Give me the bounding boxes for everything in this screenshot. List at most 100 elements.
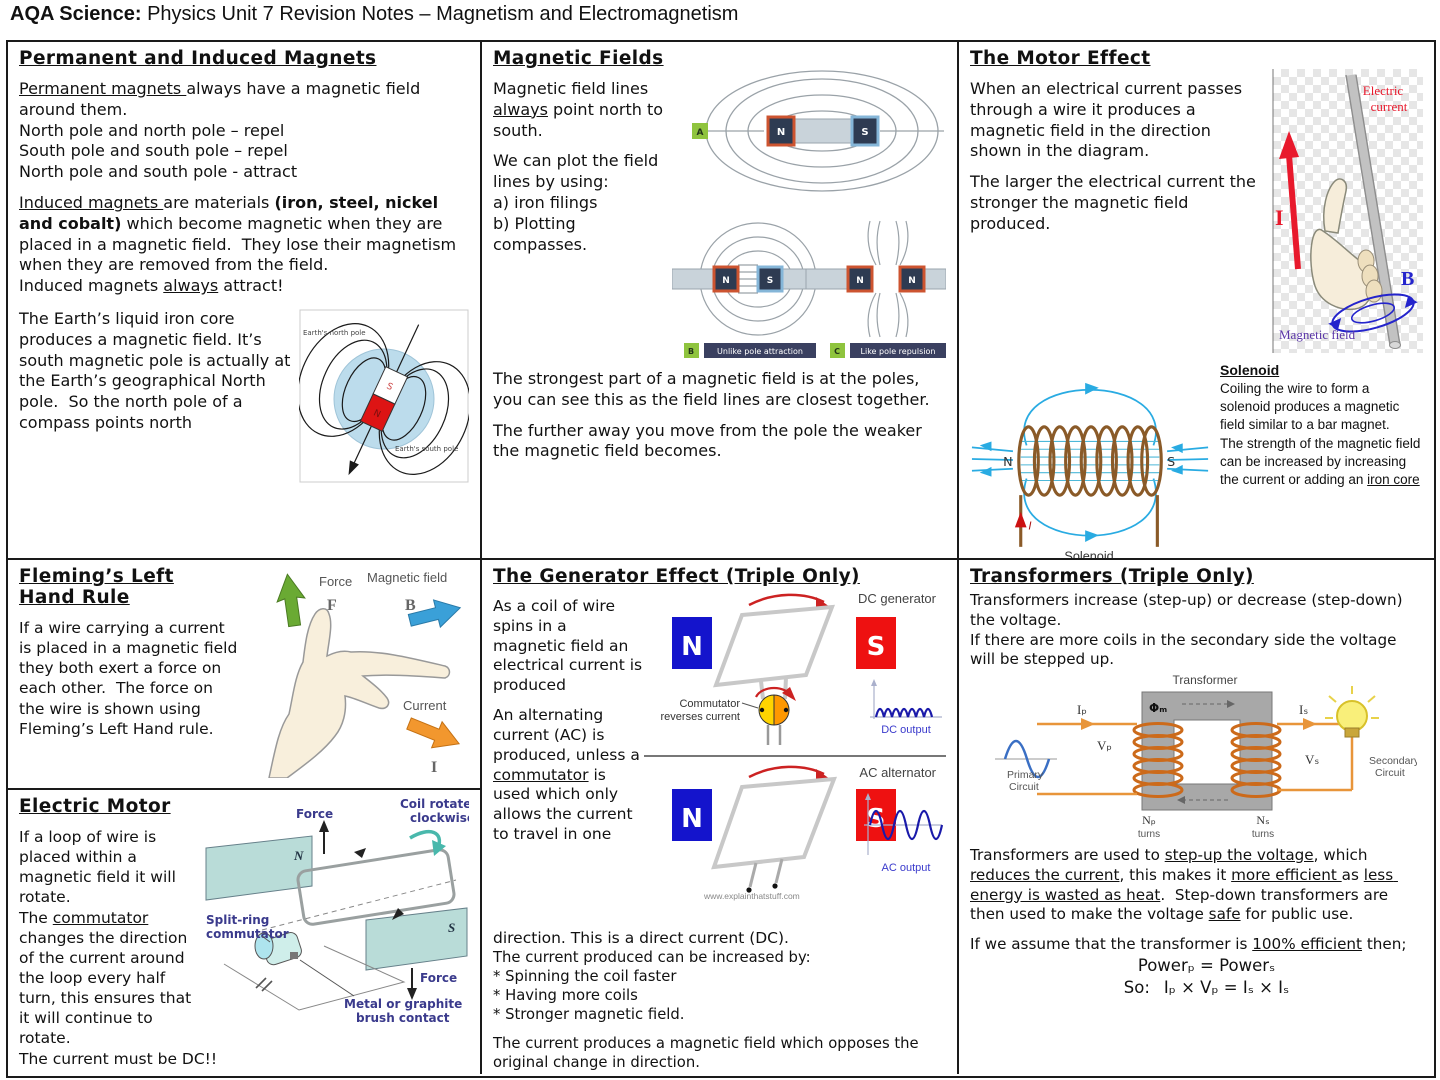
panel-heading: Transformers (Triple Only) — [970, 566, 1254, 587]
field-b-label: B — [405, 597, 416, 614]
rule-line: North pole and north pole – repel — [19, 120, 285, 140]
pole-n-label: N — [681, 804, 703, 834]
page-title-brand: AQA Science: — [10, 3, 142, 25]
text-run: attract! — [218, 276, 284, 296]
secondary-circuit-label-2: Circuit — [1375, 767, 1405, 779]
panel-transformers: Transformers (Triple Only) Transformers … — [959, 560, 1434, 1074]
caption-unlike-poles: Unlike pole attraction — [717, 347, 803, 356]
secondary-coil — [1230, 722, 1281, 798]
text-run: is used which only allows the current to… — [493, 765, 638, 844]
brush-label-1: Metal or graphite — [344, 997, 462, 1011]
secondary-circuit-label-1: Secondary — [1369, 755, 1417, 767]
electric-motor-diagram: N S Force Force — [205, 797, 469, 1024]
list-item: * Spinning the coil faster — [493, 967, 677, 985]
solenoid-section: I N S Solenoid Solenoid Coiling the wire… — [970, 353, 1423, 558]
hand — [268, 608, 451, 778]
panel-heading: Magnetic Fields — [493, 48, 664, 69]
paragraph: The further away you move from the pole … — [493, 420, 927, 461]
pole-s-label: S — [861, 127, 868, 138]
paragraph: Transformers increase (step-up) or decre… — [970, 591, 1408, 629]
primary-circuit-label-1: Primary — [1007, 769, 1044, 781]
pole-n — [766, 115, 796, 147]
list-item: * Stronger magnetic field. — [493, 1005, 685, 1023]
panel-heading: Permanent and Induced Magnets — [19, 48, 377, 69]
text-run: commutator — [52, 908, 149, 927]
paragraph: Permanent magnets always have a magnetic… — [19, 79, 469, 121]
paragraph: The current produces a magnetic field wh… — [493, 1034, 924, 1071]
magnet-n-label: N — [293, 848, 304, 863]
primary-coil — [1132, 722, 1183, 798]
solenoid-current-label: I — [1029, 519, 1032, 532]
paragraph: Induced magnets always attract! — [19, 276, 469, 297]
electric-current-label-1: Electric — [1363, 83, 1404, 98]
force-label: Force — [319, 574, 352, 589]
current-i-label: I — [1275, 205, 1284, 230]
coil — [712, 604, 836, 688]
section-heading: Fleming’s Left Hand Rule — [19, 566, 174, 608]
text-run: always have a magnetic field around them… — [19, 79, 426, 119]
np-turns-label: turns — [1137, 829, 1159, 840]
electric-current-label-2: current — [1371, 99, 1408, 114]
pole-n-label: N — [908, 276, 916, 286]
paragraph: Transformers are used to step-up the vol… — [970, 846, 1423, 925]
text-run: So: — [1123, 978, 1150, 998]
power-formula: Powerₚ = Powerₛ — [1137, 955, 1276, 975]
rotation-arrow — [748, 765, 825, 779]
text-run: then; — [1362, 935, 1407, 953]
solenoid-s-label: S — [1167, 454, 1175, 469]
pole-n-label: N — [681, 632, 703, 662]
text-run: . Step-down transformers are then used t… — [970, 885, 1393, 924]
np-label: Nₚ — [1142, 813, 1156, 827]
ns-turns-label: turns — [1251, 829, 1273, 840]
magnetic-field-arrow — [407, 599, 462, 629]
vp-label: Vₚ — [1097, 738, 1112, 753]
earth-magnetic-field-diagram: S N Earth's north pole Earth's south pol… — [299, 309, 469, 483]
label-a: A — [697, 128, 704, 138]
solenoid-body-1: Coiling the wire to form a solenoid prod… — [1220, 380, 1400, 433]
wire-loop — [296, 848, 456, 926]
panel-heading: The Motor Effect — [970, 48, 1151, 69]
watermark: www.explainthatstuff.com — [703, 891, 800, 901]
current-arrow — [406, 717, 461, 749]
dc-generator-diagram: DC generator N S Commutator rever — [661, 591, 942, 745]
force-arrow — [276, 573, 306, 628]
caption-like-poles: Like pole repulsion — [861, 347, 936, 356]
notes-grid: Permanent and Induced Magnets Permanent … — [6, 40, 1436, 1078]
text-run: The strength of the magnetic field can b… — [1220, 435, 1421, 487]
ac-alternator-title: AC alternator — [859, 765, 936, 780]
rule-line: South pole and south pole – repel — [19, 141, 288, 161]
commutator-label-2: reverses current — [661, 711, 740, 723]
page-title: AQA Science: Physics Unit 7 Revision Not… — [10, 3, 738, 37]
transformer-diagram: Transformer Φₘ — [994, 673, 1417, 840]
commutator-label-1: Commutator — [679, 698, 740, 710]
current-i-label: I — [431, 759, 437, 776]
text-run: Iₚ × Vₚ = Iₛ × Iₛ — [1163, 978, 1290, 998]
text-run: , which — [1313, 846, 1373, 864]
paragraph: We can plot the field lines by using: — [493, 151, 664, 192]
current-arrow — [1286, 154, 1301, 270]
earth-paragraph: The Earth’s liquid iron core produces a … — [19, 308, 296, 432]
pole-n-label: N — [777, 127, 785, 138]
paragraph: The strongest part of a magnetic field i… — [493, 369, 930, 409]
panel-generator-effect: The Generator Effect (Triple Only) DC ge… — [482, 560, 959, 1074]
magnet-s — [365, 907, 468, 971]
ac-alternator-diagram: AC alternator N S www.explainthatstuff.c… — [672, 765, 944, 901]
text-run: always — [163, 276, 219, 296]
magnet-n — [205, 835, 313, 901]
pole-s — [856, 789, 896, 841]
coil-rotates-label-2: clockwise — [410, 811, 469, 825]
hand — [1310, 228, 1373, 311]
earth-north-pole-label: Earth's north pole — [303, 329, 366, 337]
ac-source-wave — [1003, 739, 1050, 779]
section-electric-motor: N S Force Force — [8, 790, 480, 1072]
paragraph: An alternating current (AC) is produced,… — [493, 706, 946, 845]
paragraph: If there are more coils in the secondary… — [970, 630, 1402, 669]
rotation-arrow — [748, 593, 825, 607]
is-label: Iₛ — [1299, 702, 1308, 717]
text-run: safe — [1208, 905, 1241, 924]
solenoid-body-2: The strength of the magnetic field can b… — [1220, 435, 1423, 490]
ip-label: Iₚ — [1077, 702, 1087, 717]
panel-fleming-and-motor: Force F Magnetic field B Current I Flemi… — [8, 560, 482, 1074]
ac-output-label: AC output — [882, 862, 931, 874]
coil-rotates-label-1: Coil rotates — [400, 797, 469, 811]
